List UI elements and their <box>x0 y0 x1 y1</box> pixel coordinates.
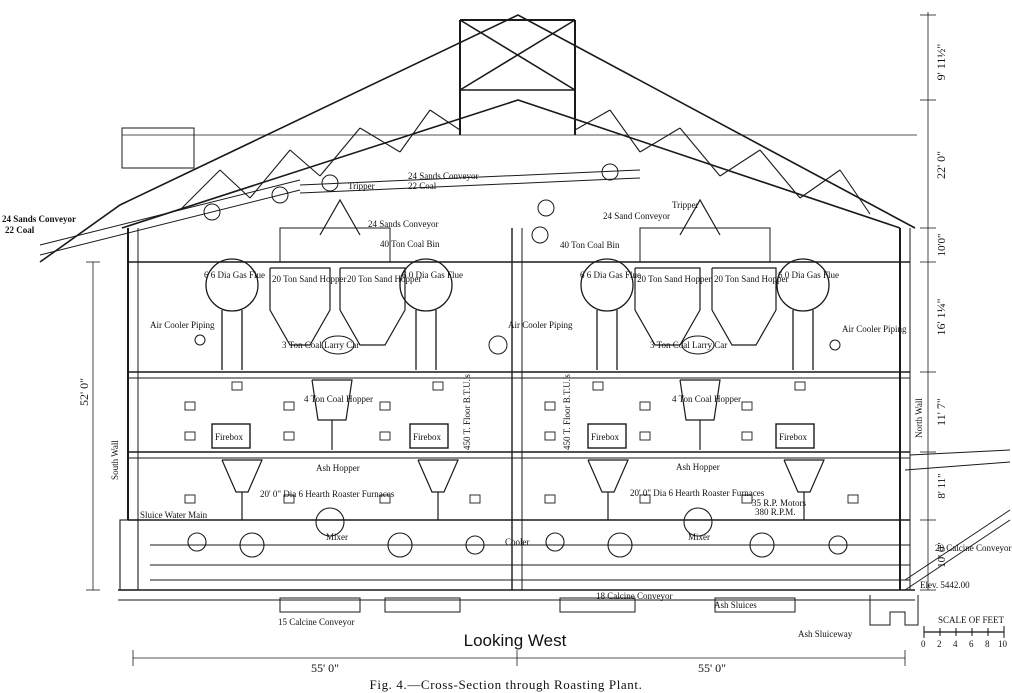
label-sands-conveyor-top: 24 Sands Conveyor <box>408 171 479 181</box>
gas-flues <box>205 258 830 370</box>
label-sand-conveyor-right: 24 Sand Conveyor <box>603 211 670 221</box>
fireboxes <box>211 423 815 449</box>
scale-tick: 2 <box>937 639 942 649</box>
label-coal-hopper-left: 4 Ton Coal Hopper <box>304 394 373 404</box>
machinery <box>119 507 910 591</box>
label-cooler: Cooler <box>505 537 530 547</box>
label-gas-flue-2: 6 0 Dia Gas Flue <box>402 270 463 280</box>
label-elevation: Elev. 5442.00 <box>920 580 970 590</box>
label-gas-flue-1: 6 6 Dia Gas Flue <box>204 270 265 280</box>
label-north-wall: North Wall <box>914 398 924 438</box>
calcine-conveyor-incline <box>904 449 1011 591</box>
label-ash-sluiceway: Ash Sluiceway <box>798 629 853 639</box>
scale-tick: 0 <box>921 639 926 649</box>
label-gas-flue-4: 6 0 Dia Gas Flue <box>778 270 839 280</box>
label-firebox-1: Firebox <box>215 432 243 442</box>
dimension-lines <box>86 12 936 666</box>
building-frame <box>118 228 915 601</box>
label-coal-hopper-right: 4 Ton Coal Hopper <box>672 394 741 404</box>
label-sand-hopper-1: 20 Ton Sand Hopper <box>272 274 346 284</box>
dim-d2: 22' 0" <box>934 151 948 179</box>
label-sand-hopper-3: 20 Ton Sand Hopper <box>637 274 711 284</box>
scale-tick: 6 <box>969 639 974 649</box>
label-furnaces-left: 20' 0" Dia 6 Hearth Roaster Furnaces <box>260 489 395 499</box>
label-sluice-main: Sluice Water Main <box>140 510 208 520</box>
dim-d3: 10'0" <box>936 234 948 257</box>
scale-tick: 4 <box>953 639 958 649</box>
dim-d7: 10' 0" <box>936 542 948 568</box>
scale-bar: SCALE OF FEET 0 2 4 6 8 10 <box>921 615 1008 649</box>
label-air-cooler-left: Air Cooler Piping <box>150 320 215 330</box>
label-ash-hopper-left: Ash Hopper <box>316 463 360 473</box>
equipment-labels: 24 Sands Conveyor 22 Coal 24 Sands Conve… <box>2 171 1011 639</box>
label-larry-car-left: 3 Ton Coal Larry Car <box>282 340 359 350</box>
label-tripper-left: Tripper <box>348 181 375 191</box>
view-label: Looking West <box>464 631 567 650</box>
label-coal-bin-left: 40 Ton Coal Bin <box>380 239 440 249</box>
label-sand-hopper-4: 20 Ton Sand Hopper <box>714 274 788 284</box>
label-calcine-conveyor-mid: 18 Calcine Conveyor <box>596 591 672 601</box>
roof-truss <box>39 14 917 263</box>
label-mixer-left: Mixer <box>326 532 348 542</box>
label-air-cooler-right: Air Cooler Piping <box>842 324 907 334</box>
label-calcine-conveyor-bottom: 15 Calcine Conveyor <box>278 617 354 627</box>
label-sands-conveyor-mid: 24 Sands Conveyor <box>368 219 439 229</box>
label-firebox-2: Firebox <box>413 432 441 442</box>
ash-hoppers <box>221 459 825 520</box>
label-gas-flue-3: 6 6 Dia Gas Flue <box>580 270 641 280</box>
scale-title: SCALE OF FEET <box>938 615 1005 625</box>
label-firebox-3: Firebox <box>591 432 619 442</box>
coal-hoppers <box>311 379 721 450</box>
label-ash-sluices: Ash Sluices <box>714 600 757 610</box>
label-larry-car-right: 3 Ton Coal Larry Car <box>650 340 727 350</box>
label-south-wall: South Wall <box>110 440 120 480</box>
dim-d4: 16' 1¼" <box>934 298 948 335</box>
label-btu-right: 450 T. Floor B.T.U.'s <box>562 374 572 450</box>
label-calcine-conveyor-right: 20 Calcine Conveyor <box>935 543 1011 553</box>
dim-height: 52' 0" <box>77 378 91 406</box>
label-rpm: 380 R.P.M. <box>755 507 796 517</box>
label-coal-left: 22 Coal <box>5 225 35 235</box>
label-ash-hopper-right: Ash Hopper <box>676 462 720 472</box>
label-tripper-right: Tripper <box>672 200 699 210</box>
dim-span-left: 55' 0" <box>311 661 339 675</box>
label-furnaces-right: 20' 0" Dia 6 Hearth Roaster Furnaces <box>630 488 765 498</box>
dim-d1: 9' 11½" <box>934 44 948 81</box>
label-firebox-4: Firebox <box>779 432 807 442</box>
dimension-text: 9' 11½" 22' 0" 10'0" 16' 1¼" 11' 7" 8' 1… <box>77 44 948 675</box>
dim-span-right: 55' 0" <box>698 661 726 675</box>
label-mixer-right: Mixer <box>688 532 710 542</box>
dim-d6: 8' 11" <box>936 473 948 498</box>
scale-tick: 10 <box>998 639 1008 649</box>
label-motors: 35 R.P. Motors <box>752 498 807 508</box>
dim-d5: 11' 7" <box>934 398 948 426</box>
sands-conveyor-incline <box>39 163 641 256</box>
foundations <box>279 595 919 626</box>
label-coal-top: 22 Coal <box>408 181 437 191</box>
label-sands-conveyor-left: 24 Sands Conveyor <box>2 214 76 224</box>
label-air-cooler-mid: Air Cooler Piping <box>508 320 573 330</box>
label-btu-left: 450 T. Floor B.T.U.'s <box>462 374 472 450</box>
air-cooler-pipes <box>194 334 841 355</box>
sand-hoppers <box>269 198 777 346</box>
scale-tick: 8 <box>985 639 990 649</box>
label-coal-bin-right: 40 Ton Coal Bin <box>560 240 620 250</box>
furnace-panels <box>184 381 859 504</box>
figure-caption: Fig. 4.—Cross-Section through Roasting P… <box>370 677 643 692</box>
label-sand-hopper-2: 20 Ton Sand Hopper <box>347 274 421 284</box>
